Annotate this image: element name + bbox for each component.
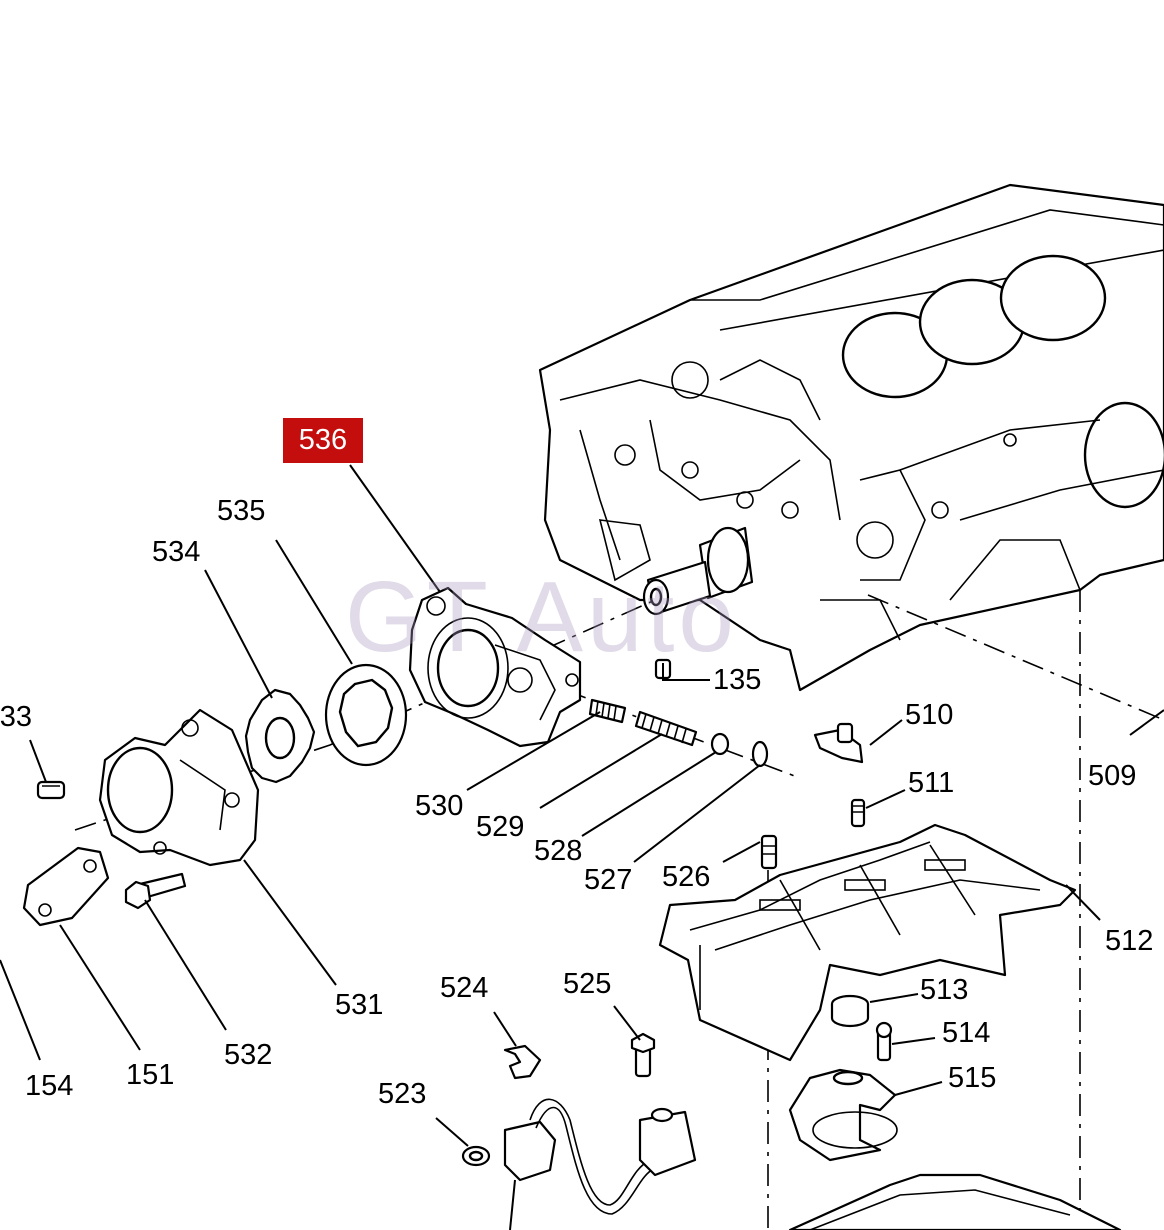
callout-527: 527 — [584, 864, 633, 896]
callout-515: 515 — [948, 1062, 997, 1094]
oil-level-sensor — [503, 1098, 697, 1230]
callout-525: 525 — [563, 968, 612, 1000]
callout-534: 534 — [152, 536, 201, 568]
callout-531: 531 — [335, 989, 384, 1021]
callout-513: 513 — [920, 974, 969, 1006]
clip-524 — [503, 1044, 542, 1080]
bolt-526 — [760, 834, 778, 870]
engine-block — [538, 183, 1164, 692]
oil-pump-cover — [98, 708, 260, 867]
callout-510: 510 — [905, 699, 954, 731]
bolt-532 — [124, 872, 187, 910]
bolt-511 — [850, 798, 866, 828]
cylinder-bore-3 — [999, 254, 1107, 342]
callout-509: 509 — [1088, 760, 1137, 792]
inner-rotor — [244, 688, 316, 784]
clip-527 — [751, 740, 769, 768]
cylinder-bore-4 — [1083, 401, 1164, 509]
bracket-151 — [22, 846, 110, 927]
callout-532: 532 — [224, 1039, 273, 1071]
oil-pump-housing — [408, 586, 582, 748]
bolt-525 — [630, 1032, 656, 1078]
oil-pan — [788, 1173, 1122, 1230]
callout-526: 526 — [662, 861, 711, 893]
windage-tray-512 — [658, 823, 1077, 1062]
leader-lines — [0, 464, 1164, 1147]
relief-spring-529 — [634, 710, 698, 747]
callout-514: 514 — [942, 1017, 991, 1049]
callout-154: 154 — [25, 1070, 74, 1102]
callout-530: 530 — [415, 790, 464, 822]
oil-pickup-515 — [788, 1068, 898, 1162]
callout-151: 151 — [126, 1059, 175, 1091]
callout-535: 535 — [217, 495, 266, 527]
watermark: GT Auto — [345, 561, 739, 673]
callout-536-highlighted: 536 — [283, 418, 363, 463]
callout-523: 523 — [378, 1078, 427, 1110]
spring-530 — [588, 698, 627, 724]
seal-513 — [830, 994, 870, 1028]
callout-512: 512 — [1105, 925, 1154, 957]
clip-510 — [813, 722, 864, 764]
callout-529: 529 — [476, 811, 525, 843]
washer-528 — [710, 732, 730, 756]
callout-135: 135 — [713, 664, 762, 696]
callout-524: 524 — [440, 972, 489, 1004]
callout-533: 533 — [0, 703, 32, 732]
bolt-533 — [36, 780, 66, 800]
callout-528: 528 — [534, 835, 583, 867]
callout-511: 511 — [908, 767, 955, 799]
outer-rotor — [324, 663, 408, 767]
bolt-514 — [875, 1021, 893, 1062]
